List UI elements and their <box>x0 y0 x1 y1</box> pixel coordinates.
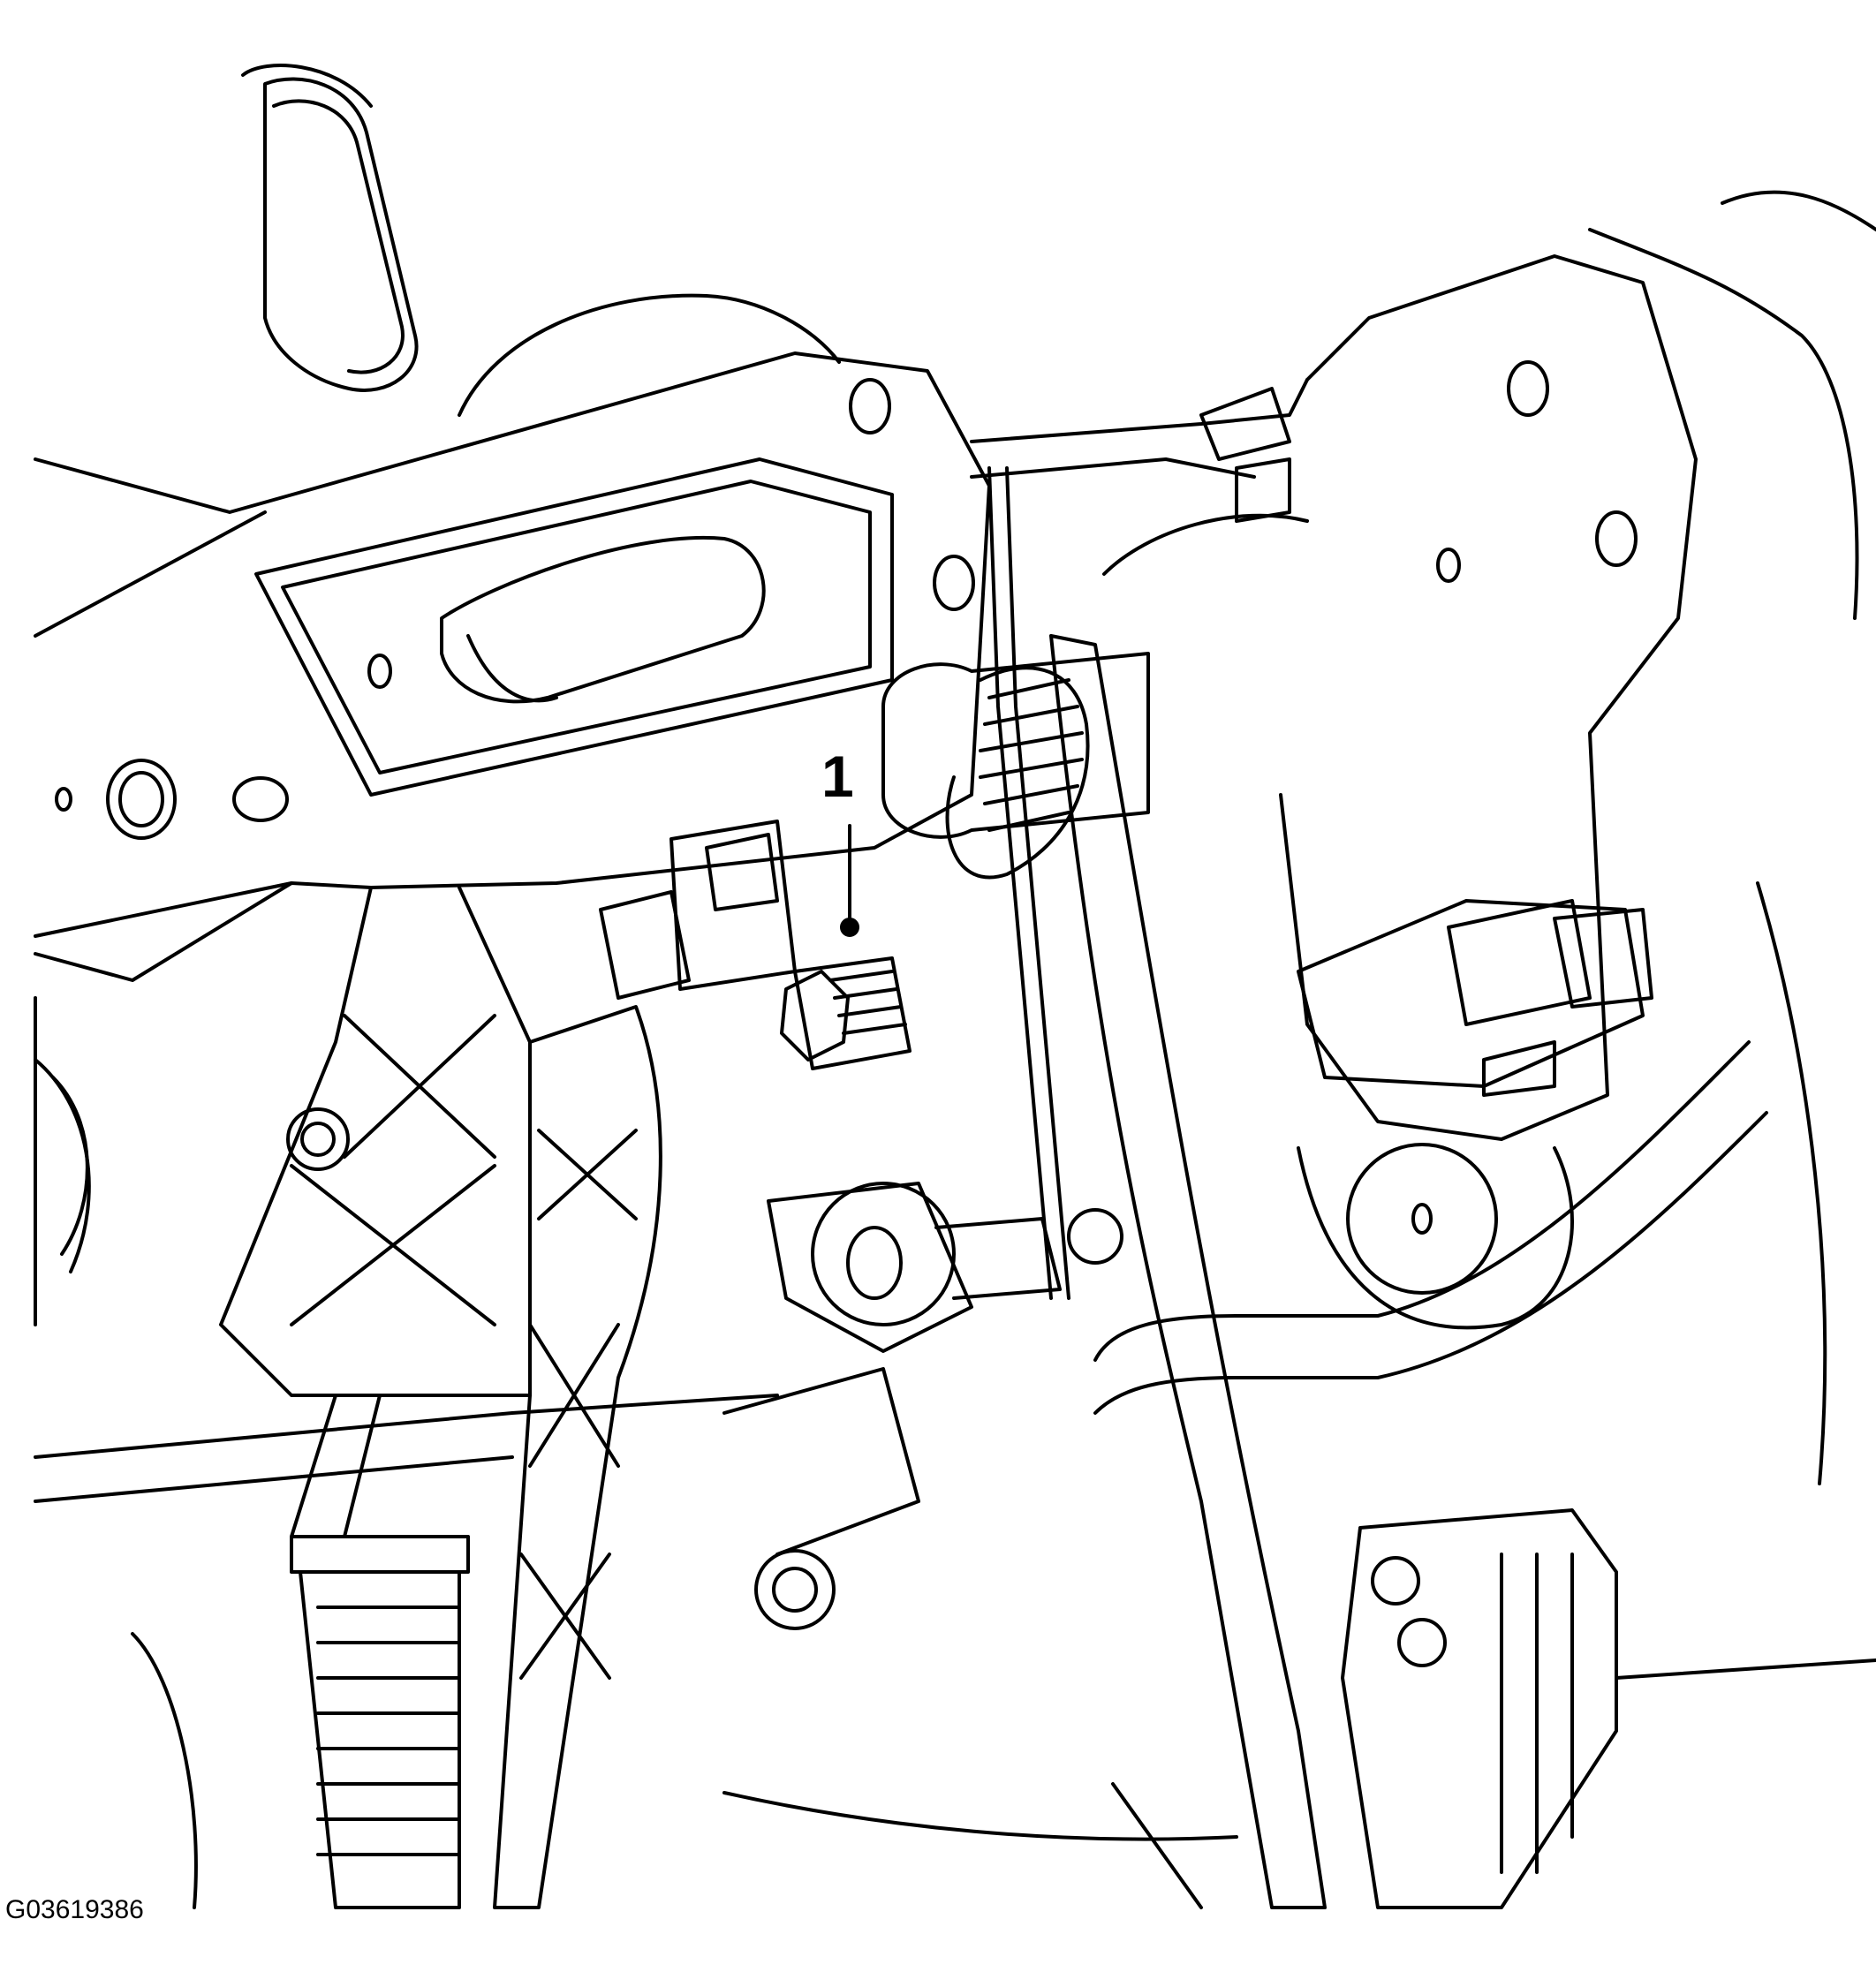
right-hole-2 <box>1595 510 1638 567</box>
lower-crossbar <box>34 1394 779 1459</box>
right-wheel-hub <box>1411 1203 1433 1235</box>
center-bushing-hole <box>846 1226 903 1300</box>
bracket-panel-outer <box>254 457 894 797</box>
center-bushing-bracket <box>767 1182 973 1353</box>
callout-1-label: 1 <box>821 744 854 809</box>
main-bracket <box>34 351 991 982</box>
upper-handle-outline <box>241 64 373 108</box>
hole-3 <box>367 654 392 689</box>
right-connector <box>1297 899 1645 1088</box>
lattice-4 <box>290 1164 496 1326</box>
connector-left-inner <box>599 890 691 1000</box>
right-hole-1 <box>1507 360 1549 417</box>
curved-tube-2 <box>1093 1111 1768 1415</box>
right-lower-mech-grille <box>1500 1553 1574 1874</box>
torsion-spring <box>945 666 1090 880</box>
spring-rod <box>290 1394 382 1538</box>
right-lower-mech <box>1341 1508 1618 1909</box>
pivot-left-inner <box>300 1122 336 1157</box>
right-body-3 <box>1756 881 1827 1485</box>
right-body-2 <box>1588 228 1859 620</box>
right-hole-3 <box>1436 548 1461 583</box>
right-connector-plug-2 <box>1553 908 1653 1009</box>
center-rod-end <box>1067 1208 1123 1265</box>
lattice-2 <box>343 1014 496 1159</box>
spring-leg-2 <box>1005 466 1070 1300</box>
vertical-pedal-arm <box>1049 634 1327 1909</box>
top-clip-2 <box>1235 457 1291 523</box>
spring-body <box>299 1570 461 1909</box>
bracket-panel-inner <box>281 480 872 774</box>
bushing-left-inner <box>118 771 164 827</box>
center-bushing <box>811 1182 956 1326</box>
left-lower-block <box>131 1632 198 1909</box>
right-bracket <box>1279 254 1698 1141</box>
lower-crossbar-2 <box>34 1455 514 1503</box>
shaft-cylinder <box>881 652 1150 839</box>
pivot-left <box>286 1107 350 1171</box>
center-lower-bracket <box>722 1367 920 1556</box>
connector-left <box>669 820 797 991</box>
right-lower-bolt-2 <box>1397 1618 1447 1667</box>
center-pedal-arm <box>493 1005 662 1909</box>
hole-2 <box>933 555 975 611</box>
center-rod <box>934 1217 1062 1300</box>
brake-switch-thread <box>828 970 907 1035</box>
top-clip <box>1199 387 1291 461</box>
lower-rim <box>722 1791 1238 1841</box>
left-crossmember <box>34 881 293 938</box>
upper-handle <box>263 77 419 392</box>
right-lower-bolt-1 <box>1371 1556 1420 1606</box>
right-connector-tab <box>1482 1040 1556 1097</box>
center-lattice-2 <box>537 1129 638 1220</box>
right-lower-bar <box>1615 1658 1876 1680</box>
left-arch <box>34 1058 91 1273</box>
top-crossmember <box>970 378 1309 443</box>
upper-handle-inner <box>272 99 405 374</box>
dome-outline <box>458 293 841 417</box>
spring-coils <box>316 1606 461 1856</box>
bracket-slot-inner <box>466 634 558 703</box>
top-crossmember-2 <box>970 457 1256 479</box>
left-arch-inner <box>51 1076 89 1256</box>
figure-id: G03619386 <box>5 1895 144 1924</box>
right-body <box>1721 190 1876 231</box>
hole-small <box>55 787 72 812</box>
torsion-coils <box>979 678 1084 832</box>
spring-collar <box>290 1535 470 1574</box>
left-pedal-arm <box>219 886 532 1397</box>
brake-switch-body <box>793 956 912 1070</box>
connector-left-tab <box>705 833 779 911</box>
left-arm-top <box>34 510 267 638</box>
center-lattice-6 <box>519 1553 611 1680</box>
hole-4 <box>232 776 289 822</box>
lower-rim-2 <box>1111 1782 1203 1909</box>
spring-leg <box>987 466 1053 1300</box>
right-wheel <box>1346 1143 1498 1295</box>
top-link <box>1102 513 1309 576</box>
hole-1 <box>849 378 891 434</box>
brake-switch-nut <box>780 970 850 1062</box>
right-connector-plug <box>1447 899 1592 1026</box>
curved-tube <box>1093 1040 1751 1362</box>
lower-bolt <box>754 1549 836 1630</box>
lower-bolt-inner <box>772 1567 818 1613</box>
bushing-left <box>106 759 177 840</box>
bracket-slot <box>440 535 766 704</box>
center-lattice-4 <box>528 1323 620 1468</box>
callout-1-dot <box>840 918 859 937</box>
right-wheel-bracket <box>1297 1146 1574 1330</box>
